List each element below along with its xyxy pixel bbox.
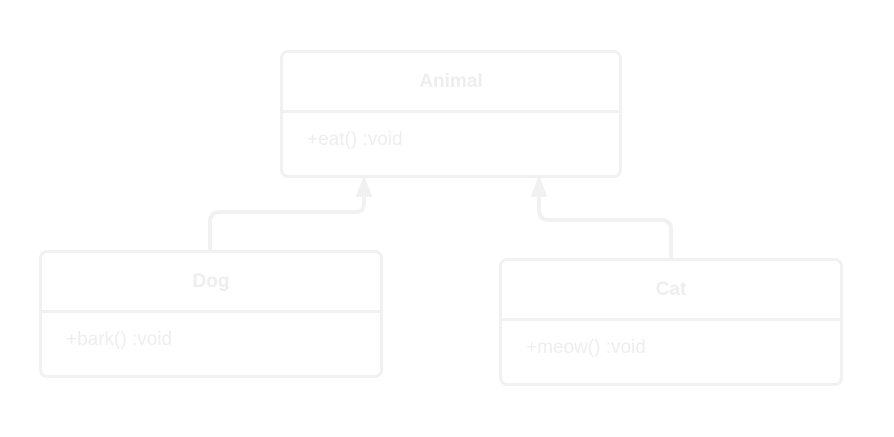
class-operations-cat: +meow() :void <box>502 321 840 359</box>
class-box-dog[interactable]: Dog +bark() :void <box>39 250 383 378</box>
dog-to-animal-connector <box>208 190 366 250</box>
operation-bark: +bark() :void <box>66 329 173 350</box>
class-name-dog: Dog <box>42 253 380 313</box>
cat-to-animal-arrowhead <box>531 177 547 197</box>
cat-to-animal-connector <box>537 190 673 258</box>
class-operations-animal: +eat() :void <box>283 113 619 151</box>
class-box-cat[interactable]: Cat +meow() :void <box>499 258 843 386</box>
class-name-cat: Cat <box>502 261 840 321</box>
class-operations-dog: +bark() :void <box>42 313 380 351</box>
dog-to-animal-arrowhead <box>356 177 372 197</box>
operation-meow: +meow() :void <box>526 337 646 358</box>
class-name-animal: Animal <box>283 53 619 113</box>
operation-eat: +eat() :void <box>307 129 403 150</box>
class-box-animal[interactable]: Animal +eat() :void <box>280 50 622 178</box>
